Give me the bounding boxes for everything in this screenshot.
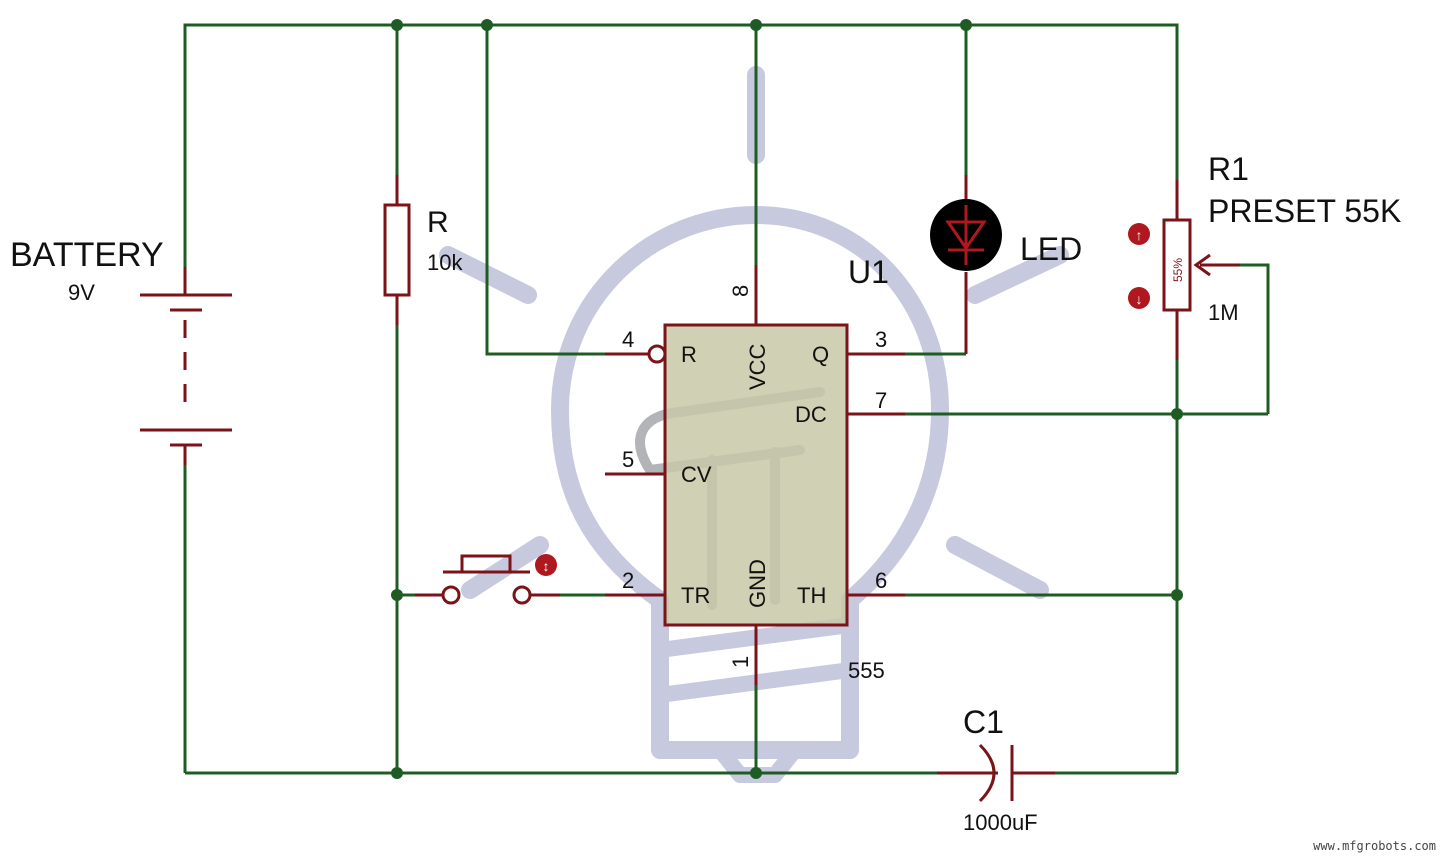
ic-name: U1 <box>848 254 889 290</box>
capacitor-value: 1000uF <box>963 810 1038 835</box>
pin-number-4: 4 <box>622 327 634 352</box>
push-button-switch <box>415 554 560 605</box>
preset-name: R1 <box>1208 151 1249 187</box>
arrow-down-icon: ↓ <box>1136 291 1143 307</box>
ic-555-timer <box>605 265 905 685</box>
battery-value: 9V <box>68 280 95 305</box>
led-name: LED <box>1020 231 1082 267</box>
pin-number-2: 2 <box>622 568 634 593</box>
pin-label-tr: TR <box>681 583 710 608</box>
capacitor-symbol <box>937 743 1055 803</box>
pin-label-r: R <box>681 342 697 367</box>
switch-toggle-button[interactable]: ↕ <box>535 554 557 576</box>
pin-number-7: 7 <box>875 388 887 413</box>
preset-potentiometer-symbol <box>1162 180 1240 360</box>
pin-number-8: 8 <box>728 285 753 297</box>
preset-down-button[interactable]: ↓ <box>1128 287 1150 309</box>
pin-label-gnd: GND <box>745 559 770 608</box>
preset-up-button[interactable]: ↑ <box>1128 223 1150 245</box>
resistor-name: R <box>427 206 449 239</box>
capacitor-name: C1 <box>963 704 1004 740</box>
battery-name: BATTERY <box>10 236 164 274</box>
wires <box>183 23 1270 775</box>
arrow-up-icon: ↑ <box>1136 227 1143 243</box>
pin-label-cv: CV <box>681 462 712 487</box>
pin-label-q: Q <box>812 342 829 367</box>
arrow-updown-icon: ↕ <box>543 558 550 574</box>
pin-label-th: TH <box>797 583 826 608</box>
pin-label-dc: DC <box>795 402 827 427</box>
resistor-value: 10k <box>427 250 463 275</box>
pin-label-vcc: VCC <box>745 343 770 390</box>
preset-value: PRESET 55K <box>1208 193 1401 229</box>
pin-number-6: 6 <box>875 568 887 593</box>
preset-max: 1M <box>1208 300 1239 325</box>
ic-part: 555 <box>848 658 885 683</box>
pin-number-1: 1 <box>728 656 753 668</box>
pin-number-3: 3 <box>875 327 887 352</box>
pin-number-5: 5 <box>622 447 634 472</box>
resistor-symbol <box>383 175 411 325</box>
preset-setting: 55% <box>1171 258 1185 282</box>
site-watermark: www.mfgrobots.com <box>1313 839 1436 853</box>
battery-symbol <box>140 267 232 465</box>
junction-dots <box>391 19 1183 779</box>
led-symbol <box>930 175 1002 354</box>
